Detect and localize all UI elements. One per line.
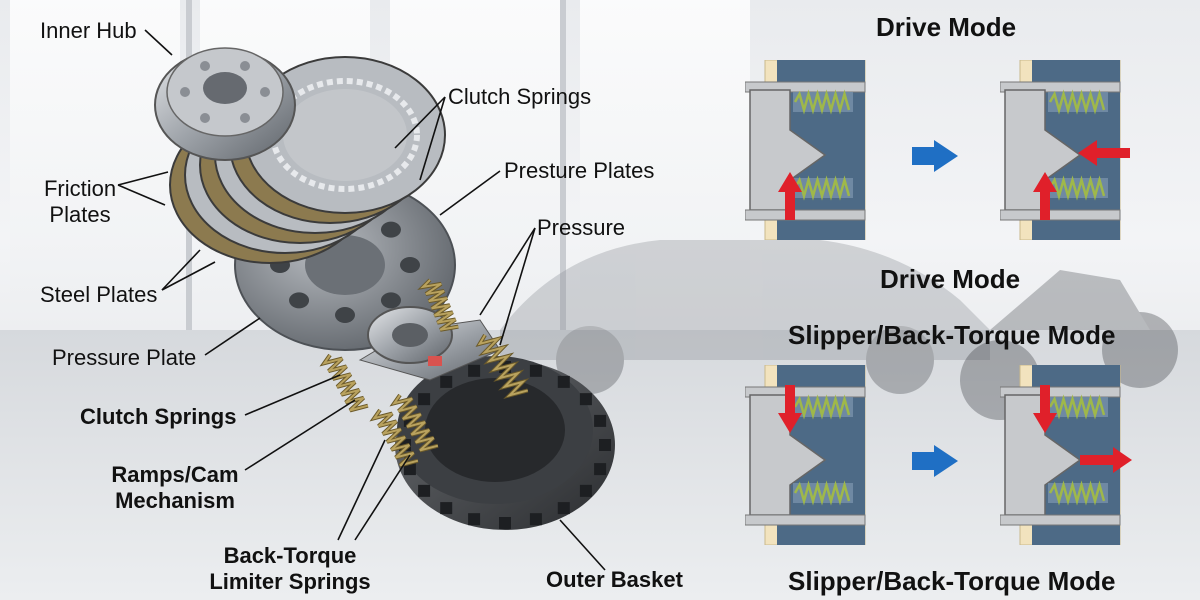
basket-tooth	[440, 502, 453, 515]
hub-bolt	[240, 61, 250, 72]
mechanism-spring	[793, 89, 853, 115]
inner-hub-shape	[154, 47, 296, 161]
basket-tooth	[418, 393, 431, 406]
coil-spring	[319, 353, 369, 413]
background-window	[10, 0, 180, 300]
basket-tooth	[579, 393, 592, 406]
label-friction-plates-line2: Plates	[49, 202, 111, 227]
plate-hole	[289, 292, 310, 309]
force-arrow-left	[1078, 140, 1130, 166]
mechanism-spring	[793, 175, 853, 201]
drive-mode-diagram-2	[1000, 60, 1130, 240]
label-ramps-cam: Ramps/Cam Mechanism	[100, 462, 250, 514]
label-clutch-springs: Clutch Springs	[80, 404, 237, 429]
coil-spring	[417, 278, 459, 332]
coil-spring	[475, 333, 530, 400]
hub-bolt	[200, 112, 210, 123]
basket-tooth	[468, 364, 481, 377]
label-friction-plates-line1: Friction	[43, 176, 117, 201]
force-arrow-right	[1080, 447, 1132, 473]
mechanism-spring	[1048, 175, 1108, 201]
flow-arrow-top	[912, 140, 958, 172]
plate-hole	[400, 257, 420, 273]
coil-spring	[389, 393, 439, 453]
basket-tooth	[594, 414, 607, 427]
drive-mode-diagram-1	[745, 60, 866, 240]
mechanism-spring	[1048, 394, 1108, 420]
leader-lines	[117, 29, 606, 571]
plate-hole	[335, 307, 355, 323]
label-presture-plates: Presture Plates	[504, 158, 655, 183]
basket-tooth	[499, 517, 511, 529]
title-slipper-mode-bottom: Slipper/Back-Torque Mode	[788, 566, 1116, 596]
mechanism-spring	[1048, 89, 1108, 115]
cam-mechanism-shape	[358, 306, 501, 381]
force-arrow-up	[778, 172, 802, 220]
basket-tooth	[440, 375, 453, 388]
mechanism-spring	[793, 480, 853, 506]
basket-tooth	[557, 502, 570, 515]
label-steel-plates: Steel Plates	[40, 282, 158, 307]
hub-bolt	[240, 112, 250, 123]
basket-tooth	[599, 439, 611, 451]
hub-bolt	[200, 61, 210, 72]
label-clutch-springs-top: Clutch Springs	[448, 84, 592, 109]
basket-tooth	[557, 375, 570, 388]
mechanism-spring	[1048, 480, 1108, 506]
title-slipper-mode-top: Slipper/Back-Torque Mode	[788, 320, 1116, 350]
label-friction-plates: Friction Plates	[40, 176, 120, 228]
plate-hole	[380, 221, 401, 238]
label-pressure-plate: Pressure Plate	[52, 345, 197, 370]
title-drive-mode-bottom: Drive Mode	[880, 264, 1021, 294]
basket-tooth	[529, 513, 542, 526]
slipper-mode-diagram-2	[1000, 365, 1132, 545]
background-beam	[560, 0, 566, 330]
force-arrow-down	[1033, 385, 1057, 433]
basket-tooth	[468, 513, 481, 526]
basket-tooth	[594, 463, 607, 476]
label-ramps-line1: Ramps/Cam	[111, 462, 239, 487]
mechanism-spring	[793, 394, 853, 420]
background-car	[500, 240, 990, 394]
force-arrow-up	[1033, 172, 1057, 220]
hub-bolt	[260, 87, 270, 97]
basket-tooth	[529, 364, 542, 377]
background-motorcycle	[960, 270, 1178, 420]
basket-tooth	[579, 484, 592, 497]
label-outer-basket: Outer Basket	[546, 567, 683, 592]
label-back-torque-springs: Back-Torque Limiter Springs	[200, 543, 380, 595]
flow-arrow-bottom	[912, 445, 958, 477]
label-back-torque-line1: Back-Torque	[223, 543, 357, 568]
label-ramps-line2: Mechanism	[115, 488, 235, 513]
label-inner-hub: Inner Hub	[40, 18, 137, 43]
background-window	[580, 0, 750, 300]
outer-basket-shape	[395, 356, 615, 530]
slipper-mode-diagram-1	[745, 365, 866, 545]
plate-hole	[380, 292, 401, 309]
title-drive-mode-top: Drive Mode	[876, 12, 1017, 42]
label-back-torque-line2: Limiter Springs	[209, 569, 371, 594]
basket-tooth	[403, 463, 416, 476]
basket-tooth	[418, 484, 431, 497]
label-pressure: Pressure	[537, 215, 626, 240]
coil-spring	[369, 408, 419, 468]
force-arrow-down	[778, 385, 802, 433]
hub-bolt	[180, 87, 190, 97]
